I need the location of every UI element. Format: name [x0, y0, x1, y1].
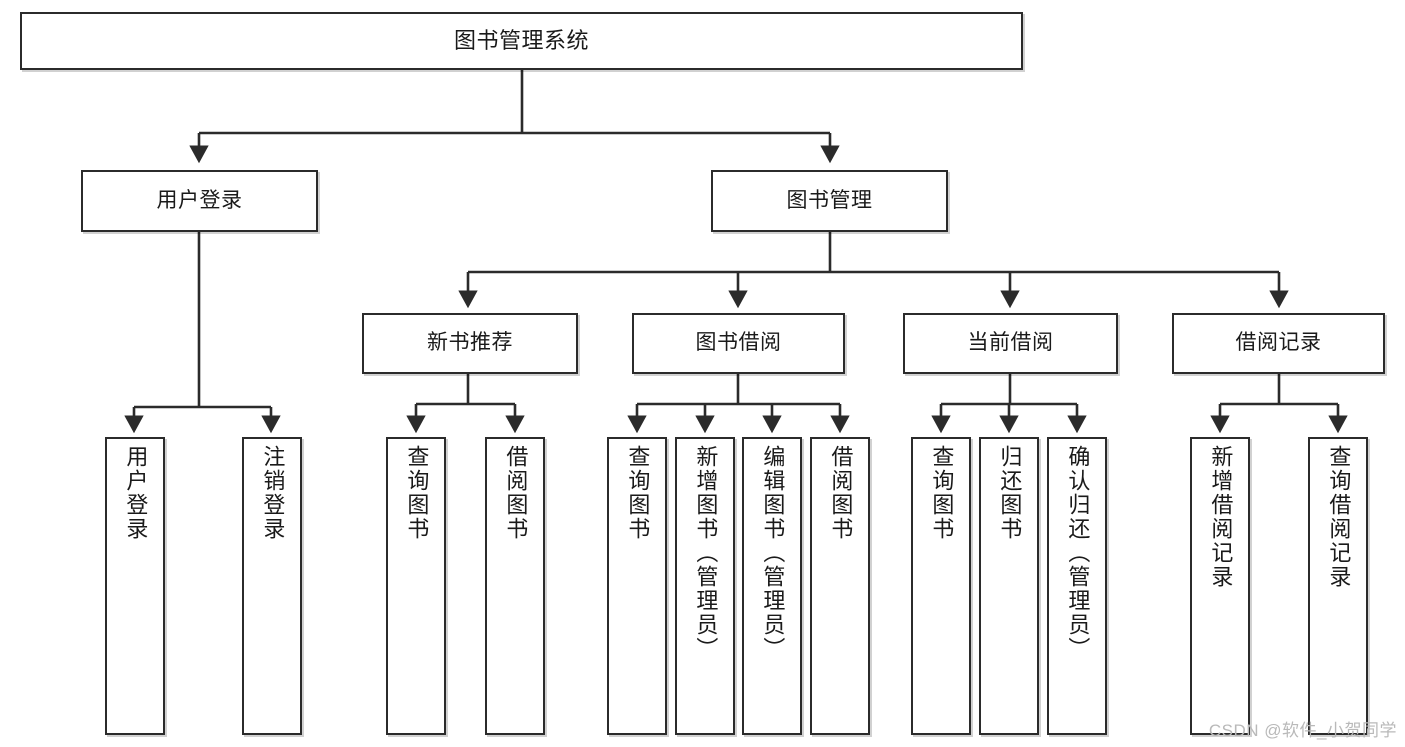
- leaf-borrow-book-1[interactable]: 借阅图书: [485, 437, 545, 735]
- leaf-confirm-return[interactable]: 确认归还（管理员）: [1047, 437, 1107, 735]
- leaf-add-borrow-record[interactable]: 新增借阅记录: [1190, 437, 1250, 735]
- leaf-query-book-1[interactable]: 查询图书: [386, 437, 446, 735]
- leaf-return-book[interactable]: 归还图书: [979, 437, 1039, 735]
- leaf-borrow-book-2-label: 借阅图书: [828, 445, 854, 541]
- node-borrow-record-label: 借阅记录: [1235, 331, 1322, 355]
- node-book-borrow[interactable]: 图书借阅: [632, 313, 845, 374]
- node-book-manage[interactable]: 图书管理: [711, 170, 948, 232]
- node-root-label: 图书管理系统: [453, 28, 589, 54]
- leaf-borrow-book-2[interactable]: 借阅图书: [810, 437, 870, 735]
- node-new-book-recommend-label: 新书推荐: [427, 331, 513, 355]
- leaf-edit-book[interactable]: 编辑图书（管理员）: [742, 437, 802, 735]
- leaf-query-book-2[interactable]: 查询图书: [607, 437, 667, 735]
- leaf-borrow-book-1-label: 借阅图书: [503, 445, 529, 541]
- leaf-query-book-2-label: 查询图书: [625, 445, 651, 541]
- csdn-watermark: CSDN @软件_小贺同学: [1208, 721, 1397, 740]
- leaf-return-book-label: 归还图书: [997, 445, 1023, 541]
- leaf-query-borrow-record[interactable]: 查询借阅记录: [1308, 437, 1368, 735]
- leaf-add-book[interactable]: 新增图书（管理员）: [675, 437, 735, 735]
- leaf-user-login-label: 用户登录: [123, 445, 149, 541]
- leaf-add-borrow-record-label: 新增借阅记录: [1208, 445, 1234, 589]
- leaf-query-book-3[interactable]: 查询图书: [911, 437, 971, 735]
- node-book-manage-label: 图书管理: [786, 188, 873, 212]
- node-book-borrow-label: 图书借阅: [695, 331, 782, 355]
- leaf-edit-book-label: 编辑图书（管理员）: [760, 445, 786, 661]
- leaf-add-book-label: 新增图书（管理员）: [693, 445, 719, 661]
- leaf-confirm-return-label: 确认归还（管理员）: [1065, 445, 1091, 661]
- node-current-borrow-label: 当前借阅: [967, 331, 1054, 355]
- node-user-login[interactable]: 用户登录: [81, 170, 318, 232]
- leaf-user-login[interactable]: 用户登录: [105, 437, 165, 735]
- leaf-query-borrow-record-label: 查询借阅记录: [1326, 445, 1352, 589]
- node-current-borrow[interactable]: 当前借阅: [903, 313, 1118, 374]
- leaf-query-book-1-label: 查询图书: [404, 445, 430, 541]
- leaf-logout[interactable]: 注销登录: [242, 437, 302, 735]
- leaf-logout-label: 注销登录: [260, 445, 286, 541]
- leaf-query-book-3-label: 查询图书: [929, 445, 955, 541]
- node-new-book-recommend[interactable]: 新书推荐: [362, 313, 578, 374]
- node-root[interactable]: 图书管理系统: [20, 12, 1023, 70]
- node-user-login-label: 用户登录: [156, 188, 243, 212]
- node-borrow-record[interactable]: 借阅记录: [1172, 313, 1385, 374]
